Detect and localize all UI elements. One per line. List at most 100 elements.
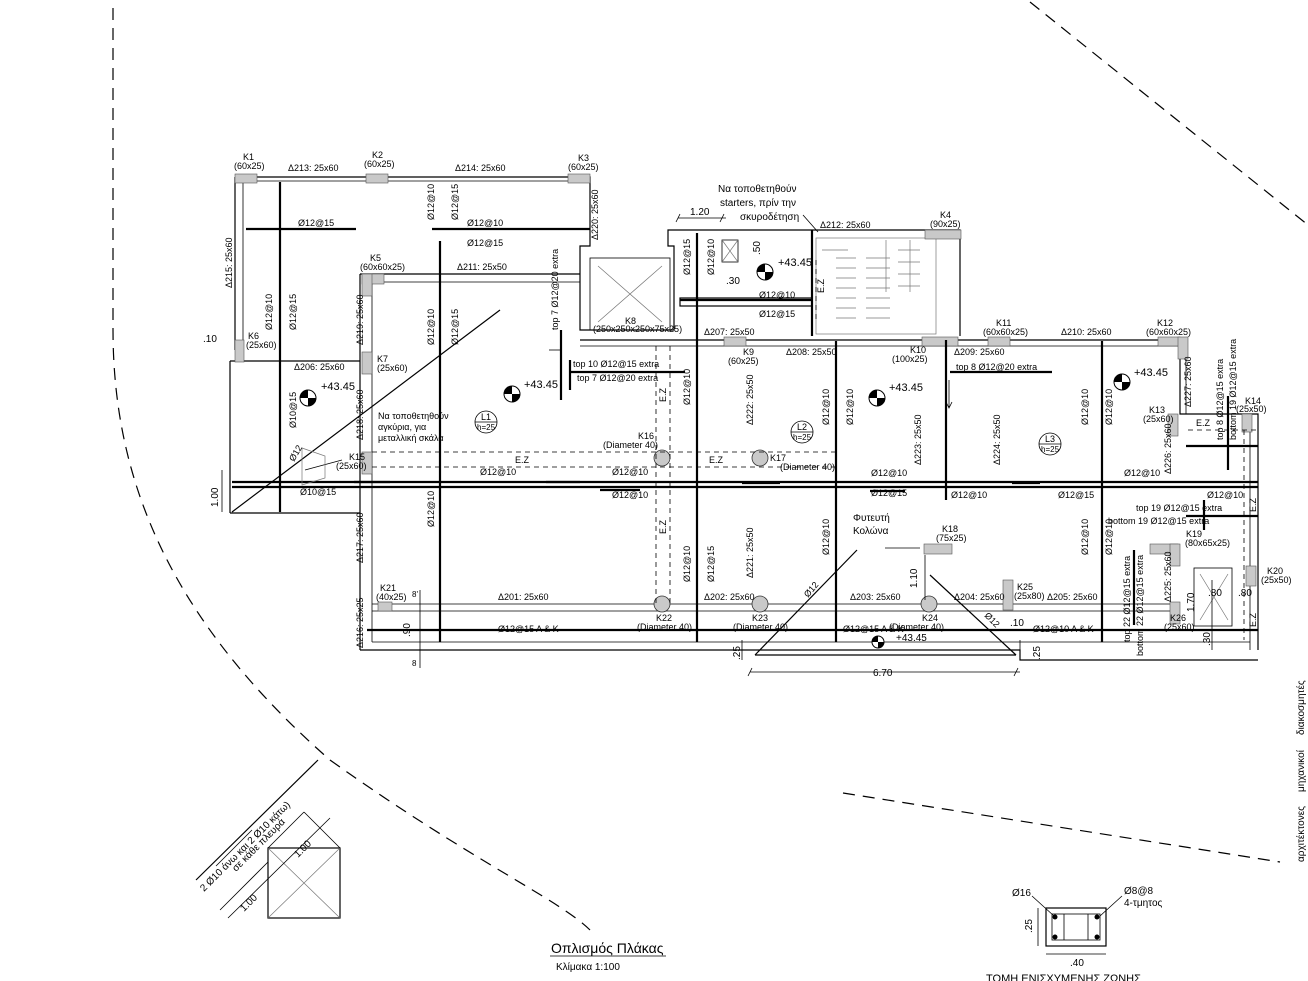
beam-d202: Δ202: 25x60 xyxy=(704,592,755,602)
level-markers xyxy=(299,263,1131,649)
dim-label: 1.70 xyxy=(1186,592,1197,612)
title: Οπλισμός Πλάκας xyxy=(551,940,664,956)
rebar-label: Ø12@15 A & K xyxy=(843,624,904,634)
k10-size: (100x25) xyxy=(892,354,928,364)
beam-d203: Δ203: 25x60 xyxy=(850,592,901,602)
rebar-lines xyxy=(231,182,1258,656)
rebar-label: top 10 Ø12@15 extra xyxy=(573,359,659,369)
k9-size: (60x25) xyxy=(728,356,759,366)
rebar-label: Ø12@10 xyxy=(1104,519,1114,555)
k13-label: K13 xyxy=(1149,405,1165,415)
beam-d225: Δ225: 25x60 xyxy=(1163,551,1173,602)
ez-label: E.Z xyxy=(816,278,826,293)
opening-detail: 2 Ø10 άνω και 2 Ø10 κάτω) σε κάθε πλευρά… xyxy=(195,759,341,919)
k4-label: K4 xyxy=(940,210,951,220)
beam-d217: Δ217: 25x60 xyxy=(355,512,365,563)
rebar-label: Ø12@15 xyxy=(871,488,907,498)
rebar-label: top 22 Ø12@15 extra xyxy=(1122,556,1132,642)
ez-label: E.Z xyxy=(658,519,668,534)
k17-size: (Diameter 40) xyxy=(780,462,835,472)
rebar-label: Ø12@10 xyxy=(682,369,692,405)
dim-label: 8' xyxy=(412,590,418,599)
dim-label: .10 xyxy=(1010,618,1024,629)
stair-sketch xyxy=(301,447,326,486)
beam-d204: Δ204: 25x60 xyxy=(954,592,1005,602)
slab-markers xyxy=(474,410,1062,456)
dim-label: .90 xyxy=(402,623,413,637)
k16-size: (Diameter 40) xyxy=(603,440,658,450)
k25-size: (25x80) xyxy=(1014,591,1045,601)
section-h: .25 xyxy=(1024,919,1035,933)
k5-label: K5 xyxy=(370,253,381,263)
ez-label: E.Z xyxy=(1196,418,1211,428)
rebar-label: Ø10@15 xyxy=(300,487,336,497)
dim-label: .80 xyxy=(1208,588,1222,599)
level-label: +43.45 xyxy=(1134,367,1168,379)
rebar-label: Ø12@10 xyxy=(480,467,516,477)
dim-label: 1.10 xyxy=(909,568,920,588)
side-text: αρχιτέκτονες μηχανικοί διακοσμητές xyxy=(1295,680,1307,862)
beam-d210: Δ210: 25x60 xyxy=(1061,327,1112,337)
k5-size: (60x60x25) xyxy=(360,262,405,272)
site-boundary-right xyxy=(1029,1,1308,226)
k9-label: K9 xyxy=(743,347,754,357)
notes: Να τοποθετηθούν starters, πρίν την σκυρο… xyxy=(378,183,890,537)
note-starters: Να τοποθετηθούν xyxy=(718,183,796,195)
k14-size: (25x50) xyxy=(1236,404,1267,414)
k21-label: K21 xyxy=(380,583,396,593)
beam-d216: Δ216: 25x25 xyxy=(355,597,365,648)
rebar-label: Ø12@10 xyxy=(682,546,692,582)
note-plant: Κολώνα xyxy=(853,525,889,537)
k7-size: (25x60) xyxy=(377,363,408,373)
level-label: +43.45 xyxy=(896,633,927,644)
rebar-label: Ø12@10 xyxy=(951,490,987,500)
site-boundary-left xyxy=(112,8,591,931)
rebar-label: Ø12@10 xyxy=(426,309,436,345)
side-c: διακοσμητές xyxy=(1295,680,1307,735)
rebar-label: top 7 Ø12@20 extra xyxy=(550,249,560,330)
beam-d224: Δ224: 25x50 xyxy=(992,414,1002,465)
k8-size: (250x250x250x75x25) xyxy=(593,324,682,334)
rebar-label: top 7 Ø12@20 extra xyxy=(577,373,658,383)
note-starters: starters, πρίν την xyxy=(720,197,796,209)
k26-size: (25x60) xyxy=(1164,622,1195,632)
rebar-label: Ø12@10 xyxy=(1080,519,1090,555)
k14-label: K14 xyxy=(1245,396,1261,406)
side-b: μηχανικοί xyxy=(1295,749,1307,792)
beam-d209: Δ209: 25x60 xyxy=(954,347,1005,357)
rebar-label: Ø12@15 xyxy=(759,309,795,319)
rebar-label: Ø12@15 xyxy=(288,294,298,330)
k8-label: K8 xyxy=(625,316,636,326)
ez-label: E.Z xyxy=(709,455,724,465)
level-label: +43.45 xyxy=(321,381,355,393)
k2-size: (60x25) xyxy=(364,159,395,169)
column-labels: K1 (60x25) K2 (60x25) K3 (60x25) K4 (90x… xyxy=(234,150,1292,632)
rebar-labels: Ø12@15 Ø12@10 Ø12@15 Ø12@10 Ø12@15 Ø12@1… xyxy=(264,184,1243,656)
k18-label: K18 xyxy=(942,524,958,534)
ez-labels: E.Z E.Z E.Z E.Z E.Z E.Z E.Z E.Z xyxy=(515,278,1258,627)
k12-size: (60x60x25) xyxy=(1146,327,1191,337)
rebar-label: Ø12@15 xyxy=(298,218,334,228)
rebar-label: Ø12@10 xyxy=(759,290,795,300)
k19-size: (80x65x25) xyxy=(1185,538,1230,548)
k15-size: (25x60) xyxy=(336,461,367,471)
section-bars: Ø16 xyxy=(1012,888,1031,899)
section-detail: Ø16 Ø8@8 4-τμητος .25 .40 ΤΟΜΗ ΕΝΙΣΧΥΜΕΝ… xyxy=(986,886,1163,981)
site-boundary-bottom xyxy=(842,792,1281,863)
rebar-label: Ø12@10 xyxy=(467,218,503,228)
note-plant: Φυτευτή xyxy=(853,512,890,524)
beam-d221: Δ221: 25x50 xyxy=(745,527,755,578)
dim-label: .25 xyxy=(1032,646,1043,660)
detail-note: 2 Ø10 άνω και 2 Ø10 κάτω) xyxy=(198,799,293,894)
k8-opening xyxy=(589,257,671,331)
rebar-label: top 19 Ø12@15 extra xyxy=(1136,503,1222,513)
beam-d223: Δ223: 25x50 xyxy=(913,414,923,465)
k6-size: (25x60) xyxy=(246,340,277,350)
beam-d214: Δ214: 25x60 xyxy=(455,163,506,173)
rebar-label: Ø10@15 xyxy=(288,392,298,428)
rebar-label: Ø12@10 xyxy=(845,389,855,425)
rebar-label: Ø12@10 xyxy=(871,468,907,478)
side-a: αρχιτέκτονες xyxy=(1295,806,1307,862)
k7-label: K7 xyxy=(377,354,388,364)
